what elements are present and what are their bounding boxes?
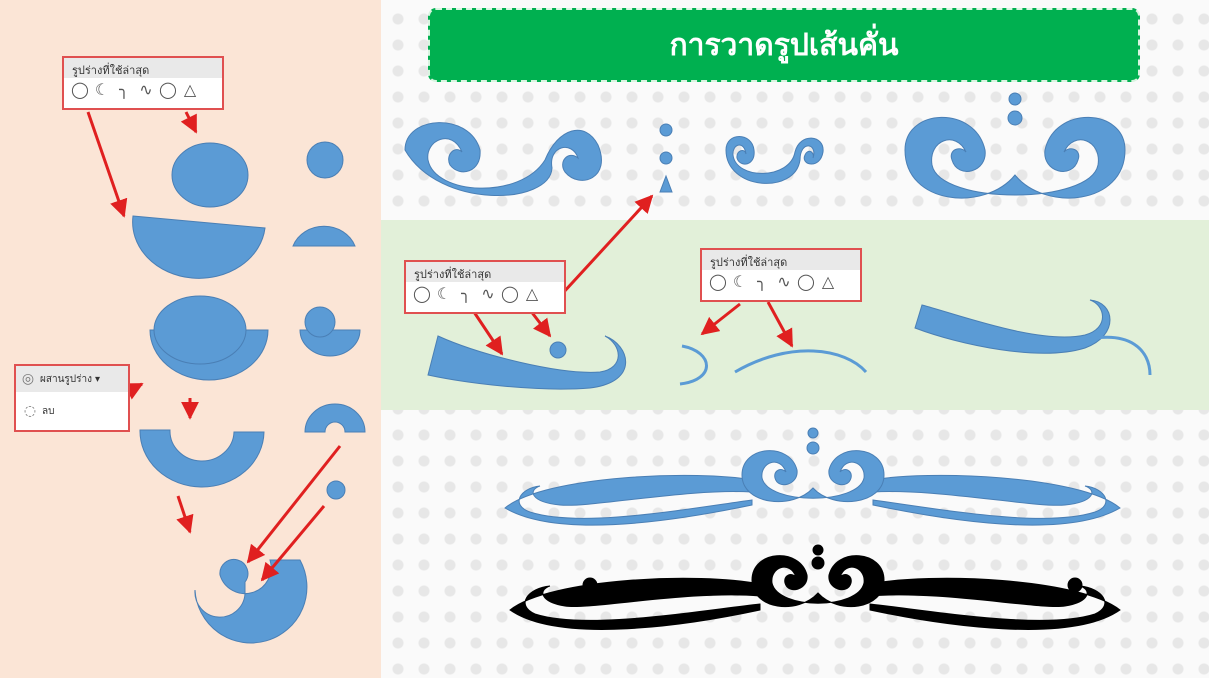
small-circle-shape	[306, 141, 344, 179]
title-banner: การวาดรูปเส้นคั่น	[428, 8, 1140, 82]
arc-shape-icon[interactable]: ╮	[461, 284, 471, 303]
recent-shapes-label: รูปร่างที่ใช้ล่าสุด	[406, 262, 564, 282]
wave-shape-icon[interactable]: ∿	[481, 284, 495, 303]
page-title: การวาดรูปเส้นคั่น	[669, 27, 899, 63]
tail-shape-right	[914, 299, 1111, 354]
blue-ornament-left-wing	[504, 474, 753, 526]
moon-shape-icon[interactable]: ☾	[732, 272, 748, 291]
oval-shape-icon[interactable]: ◯	[71, 80, 89, 99]
small-combined-circle	[304, 306, 336, 338]
small-dot-1	[659, 123, 673, 137]
chevron-down-icon: ▾	[95, 373, 101, 385]
wave-shape-icon[interactable]: ∿	[139, 80, 153, 99]
subtract-menu-item[interactable]: ◌ ลบ	[16, 396, 128, 426]
swirl-line	[1084, 335, 1152, 376]
moon-shape-icon[interactable]: ☾	[436, 284, 452, 303]
small-scroll-shape	[725, 136, 824, 184]
triangle-shape-icon[interactable]: △	[183, 80, 197, 99]
circle-shape-icon[interactable]: ◯	[501, 284, 519, 303]
ornament-dot-top	[1008, 92, 1022, 106]
small-arc-shape	[304, 403, 366, 433]
black-ornament-end-left	[582, 577, 598, 593]
scroll-shape	[404, 122, 602, 197]
blue-ornament-center	[741, 450, 885, 502]
black-ornament-dot-top	[812, 544, 824, 556]
recent-shapes-panel: รูปร่างที่ใช้ล่าสุด ◯ ☾ ╮ ∿ ◯ △	[62, 56, 224, 110]
merge-shapes-icon: ◎	[21, 371, 35, 387]
dot-shape-green	[549, 341, 567, 359]
black-ornament-right-wing	[869, 577, 1121, 630]
merge-shapes-menu: ◎ ผสานรูปร่าง ▾ ◌ ลบ	[14, 364, 130, 432]
combined-oval	[153, 295, 247, 365]
black-ornament-center	[751, 555, 885, 607]
subtract-label: ลบ	[42, 405, 55, 417]
blue-ornament-right-wing	[872, 474, 1121, 526]
recent-shapes-panel-2: รูปร่างที่ใช้ล่าสุด ◯ ☾ ╮ ∿ ◯ △	[404, 260, 566, 314]
recent-shapes-label: รูปร่างที่ใช้ล่าสุด	[64, 58, 222, 78]
spiral-shape	[194, 558, 308, 644]
blue-ornament-dot-top	[807, 427, 819, 439]
curve-line	[734, 349, 868, 374]
recent-shapes-label: รูปร่างที่ใช้ล่าสุด	[702, 250, 860, 270]
circle-shape-icon[interactable]: ◯	[159, 80, 177, 99]
arc-shape-icon[interactable]: ╮	[757, 272, 767, 291]
oval-shape	[171, 142, 249, 208]
wave-shape-icon[interactable]: ∿	[777, 272, 791, 291]
triangle-shape-icon[interactable]: △	[821, 272, 835, 291]
black-ornament-left-wing	[509, 577, 761, 630]
arc-shape-icon[interactable]: ╮	[119, 80, 129, 99]
arc-shape	[139, 429, 265, 488]
small-dot-2	[659, 151, 673, 165]
small-combined-shape	[299, 329, 361, 357]
merge-shapes-button[interactable]: ◎ ผสานรูปร่าง ▾	[16, 366, 128, 392]
tail-shape-left	[427, 335, 627, 390]
half-circle-shape	[132, 215, 266, 279]
circle-shape-icon[interactable]: ◯	[797, 272, 815, 291]
merge-shapes-label: ผสานรูปร่าง	[40, 373, 93, 385]
ornament-dot-mid	[1007, 110, 1023, 126]
triangle-shape-icon[interactable]: △	[525, 284, 539, 303]
crescent-shape	[679, 344, 708, 386]
dot-shape	[326, 480, 346, 500]
oval-shape-icon[interactable]: ◯	[413, 284, 431, 303]
black-ornament-end-right	[1067, 577, 1083, 593]
subtract-icon: ◌	[23, 403, 37, 419]
ornament-center-shape	[904, 116, 1126, 199]
moon-shape-icon[interactable]: ☾	[94, 80, 110, 99]
recent-shapes-panel-3: รูปร่างที่ใช้ล่าสุด ◯ ☾ ╮ ∿ ◯ △	[700, 248, 862, 302]
black-ornament-dot-mid	[811, 556, 825, 570]
small-half-circle-shape	[292, 225, 356, 247]
oval-shape-icon[interactable]: ◯	[709, 272, 727, 291]
small-triangle	[659, 174, 673, 193]
blue-ornament-dot-mid	[806, 441, 820, 455]
